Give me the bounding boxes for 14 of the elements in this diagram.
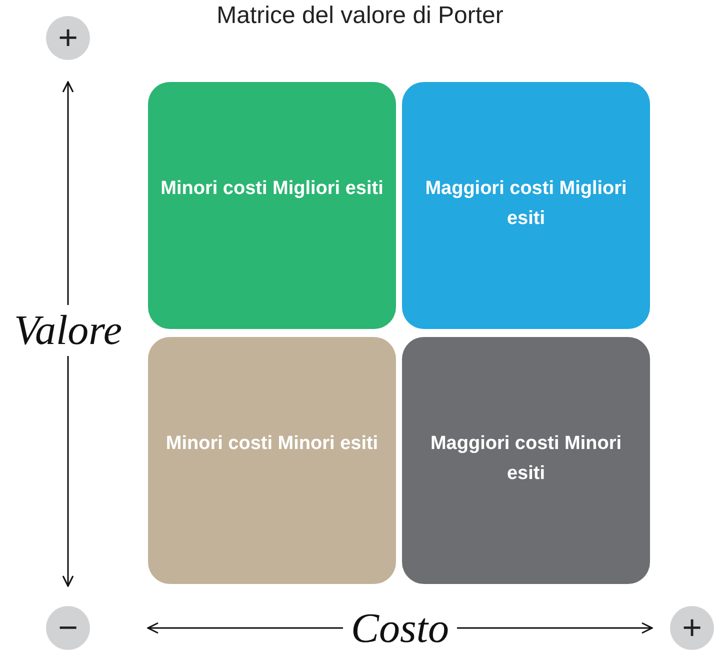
quadrant-label: Minori costi Minori esiti	[164, 432, 380, 456]
axis-label: Valore	[12, 307, 124, 356]
quadrant-box	[148, 337, 396, 584]
sign-badge: −	[46, 606, 90, 650]
quadrant-box	[402, 337, 650, 584]
sign-badge: +	[46, 16, 90, 60]
sign-badge: +	[670, 606, 714, 650]
axis-label: Costo	[350, 605, 450, 651]
quadrant-label: Minori costi Migliori esiti	[160, 177, 384, 201]
quadrant-label: Maggiori costi Minori esiti	[429, 432, 623, 486]
quadrant-box	[402, 82, 650, 329]
quadrant-label: Maggiori costi Migliori esiti	[424, 177, 628, 231]
chart-title: Matrice del valore di Porter	[216, 2, 504, 30]
quadrant-box	[148, 82, 396, 329]
